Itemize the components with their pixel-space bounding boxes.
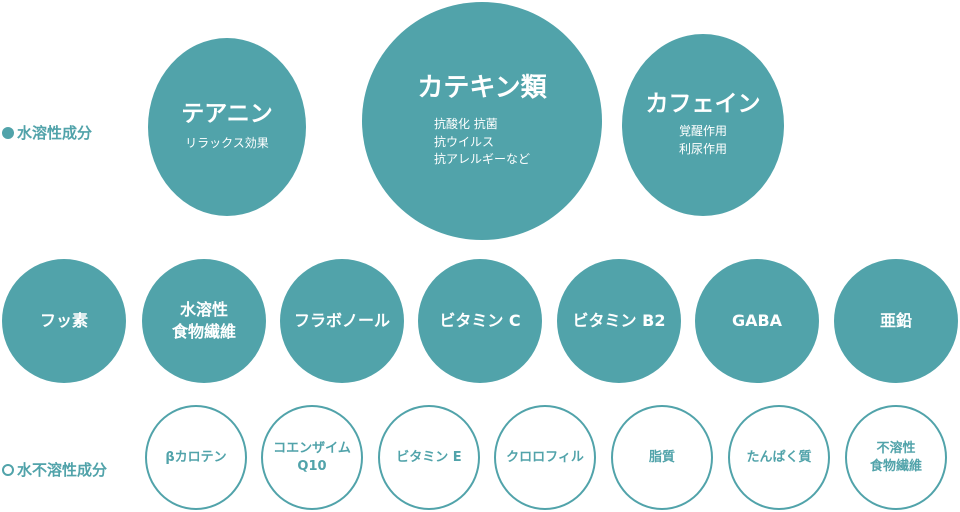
circle-protein: たんぱく質	[728, 405, 830, 510]
circle-zinc: 亜鉛	[834, 259, 958, 383]
gaba-label: GABA	[731, 311, 783, 331]
circle-soluble-fiber: 水溶性 食物繊維	[142, 259, 266, 383]
theanine-desc: リラックス効果	[185, 135, 269, 150]
catechin-desc: 抗酸化 抗菌 抗ウイルス 抗アレルギーなど	[434, 116, 530, 168]
zinc-label: 亜鉛	[879, 311, 912, 331]
protein-label: たんぱく質	[746, 449, 812, 465]
circle-insoluble-fiber: 不溶性 食物繊維	[845, 405, 947, 510]
circle-gaba: GABA	[695, 259, 819, 383]
beta-carotene-label: βカロテン	[165, 449, 227, 465]
coenzyme-line: コエンザイム	[273, 440, 351, 456]
fluoride-label: フッ素	[39, 311, 88, 331]
circle-beta-carotene: βカロテン	[145, 405, 247, 510]
catechin-desc-line: 抗アレルギーなど	[433, 151, 530, 166]
chlorophyll-label: クロロフィル	[506, 449, 584, 465]
catechin-desc-line: 抗酸化 抗菌	[433, 117, 498, 132]
water-soluble-text: 水溶性成分	[17, 124, 93, 142]
circle-theanine: テアニン リラックス効果	[148, 38, 306, 216]
vitamin-e-label: ビタミン E	[396, 449, 462, 465]
coenzyme-line: Q10	[297, 458, 327, 474]
circle-caffeine: カフェイン 覚醒作用 利尿作用	[622, 34, 784, 216]
soluble-fiber-line: 水溶性	[179, 300, 228, 320]
outline-dot-icon	[2, 463, 14, 476]
caffeine-desc: 覚醒作用 利尿作用	[679, 123, 727, 158]
catechin-desc-line: 抗ウイルス	[433, 134, 494, 149]
lipid-label: 脂質	[648, 449, 675, 465]
circle-vitamin-c: ビタミン C	[418, 259, 542, 383]
circle-chlorophyll: クロロフィル	[494, 405, 596, 510]
circle-vitamin-b2: ビタミン B2	[557, 259, 681, 383]
vitamin-c-label: ビタミン C	[439, 311, 521, 331]
water-soluble-label: 水溶性成分	[2, 122, 92, 143]
circle-flavonol: フラボノール	[280, 259, 404, 383]
water-insoluble-label: 水不溶性成分	[2, 459, 107, 480]
circle-vitamin-e: ビタミン E	[378, 405, 480, 510]
flavonol-label: フラボノール	[293, 311, 390, 331]
theanine-title: テアニン	[181, 100, 273, 127]
water-insoluble-text: 水不溶性成分	[17, 461, 108, 479]
insoluble-fiber-line: 食物繊維	[869, 458, 922, 474]
caffeine-title: カフェイン	[645, 90, 761, 117]
circle-coenzyme-q10: コエンザイム Q10	[261, 405, 363, 510]
caffeine-desc-line: 覚醒作用	[678, 124, 727, 139]
catechin-title: カテキン類	[417, 72, 547, 103]
soluble-fiber-line: 食物繊維	[171, 322, 236, 341]
circle-catechin: カテキン類 抗酸化 抗菌 抗ウイルス 抗アレルギーなど	[362, 2, 602, 240]
insoluble-fiber-line: 不溶性	[876, 440, 916, 456]
vitamin-b2-label: ビタミン B2	[572, 311, 666, 331]
circle-fluoride: フッ素	[2, 259, 126, 383]
filled-dot-icon	[2, 126, 14, 139]
caffeine-desc-line: 利尿作用	[678, 141, 727, 156]
circle-lipid: 脂質	[611, 405, 713, 510]
